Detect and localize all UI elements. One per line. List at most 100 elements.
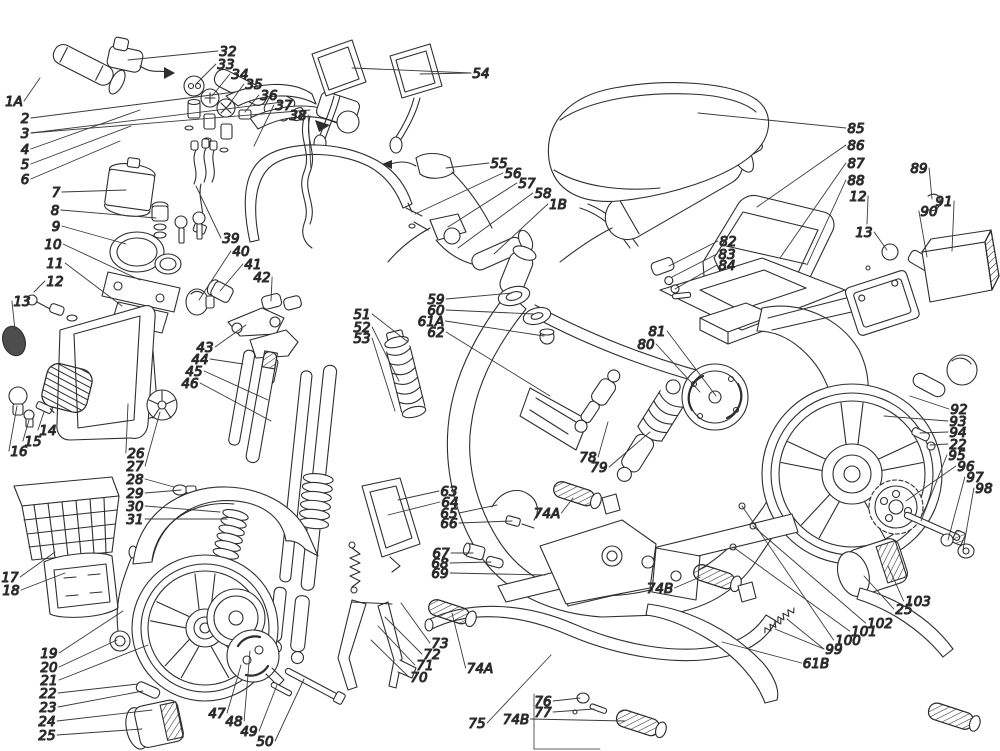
callout-leader-11 <box>64 262 123 307</box>
callout-leader-20 <box>58 639 118 668</box>
callout-95: 95 <box>948 448 965 464</box>
callout-leader-82 <box>668 240 719 267</box>
callout-58: 58 <box>534 186 551 202</box>
seat-seam <box>559 93 757 121</box>
callout-leader-50 <box>274 678 305 742</box>
callout-31: 31 <box>126 512 143 528</box>
fastener-cluster <box>183 75 252 153</box>
callout-leader-93 <box>883 415 949 422</box>
callout-1B: 1B <box>549 197 567 213</box>
callout-leader-52 <box>371 326 400 382</box>
callout-55: 55 <box>490 156 507 172</box>
callout-leader-94 <box>919 431 949 434</box>
callout-leader-90 <box>918 210 928 258</box>
rear-shock-small <box>574 369 621 433</box>
callout-75: 75 <box>468 716 485 732</box>
callout-53: 53 <box>353 331 370 347</box>
callout-leader-65 <box>458 504 498 514</box>
callout-leader-96 <box>905 465 957 502</box>
callout-22: 22 <box>949 437 966 453</box>
callout-4: 4 <box>21 142 30 158</box>
callout-leader-99 <box>786 618 825 650</box>
callout-51: 51 <box>353 307 370 323</box>
headlight-bulbs <box>8 386 55 428</box>
callout-3: 3 <box>21 126 30 142</box>
callout-62: 62 <box>427 325 444 341</box>
callout-27: 27 <box>126 459 144 475</box>
callout-leader-37 <box>253 104 275 147</box>
front-brake-pod <box>387 213 473 265</box>
callout-leader-1B <box>493 203 549 255</box>
callout-leader-79 <box>608 431 651 468</box>
callout-61B: 61B <box>803 656 829 672</box>
axle-spacer <box>911 427 931 442</box>
callout-leader-43 <box>214 324 247 348</box>
battery <box>103 157 156 217</box>
callout-44: 44 <box>191 352 208 368</box>
callout-65: 65 <box>440 506 457 522</box>
callout-2: 2 <box>21 111 30 127</box>
callout-60: 60 <box>427 303 444 319</box>
callout-85: 85 <box>847 121 864 137</box>
callout-38: 38 <box>289 108 306 124</box>
callout-leader-53 <box>371 337 396 412</box>
callout-leader-41 <box>219 263 244 292</box>
callout-leader-1A <box>23 77 41 102</box>
callout-66: 66 <box>440 516 457 532</box>
callout-80: 80 <box>637 337 654 353</box>
mirror-mount <box>336 110 360 134</box>
callout-leader-76 <box>552 697 581 702</box>
axle-washer <box>957 543 975 559</box>
callout-leader-25 <box>56 728 143 736</box>
main-frame <box>446 291 807 618</box>
pivot-bushing <box>462 542 486 561</box>
callout-57: 57 <box>518 176 536 192</box>
callout-leader-39 <box>195 185 222 239</box>
rear-signals <box>865 265 978 398</box>
callout-leader-7 <box>61 189 127 193</box>
callout-100: 100 <box>835 633 861 649</box>
callout-72: 72 <box>423 647 440 663</box>
callout-leader-32 <box>127 50 219 61</box>
basket <box>13 476 120 561</box>
footpeg-mount-b <box>737 581 757 603</box>
callout-leader-75 <box>486 654 552 724</box>
callout-leader-4 <box>30 109 141 150</box>
pivot-sleeve <box>485 555 504 569</box>
front-fender <box>132 486 319 565</box>
callout-leader-40 <box>198 250 232 301</box>
rear-shock <box>616 379 685 482</box>
callout-45: 45 <box>185 364 202 380</box>
callout-97: 97 <box>966 470 984 486</box>
rear-deck <box>659 257 846 345</box>
callout-74B: 74B <box>503 712 529 728</box>
footpeg-mount-a <box>601 493 621 515</box>
callout-24: 24 <box>38 714 55 730</box>
callout-102: 102 <box>867 616 893 632</box>
callout-leader-30 <box>144 505 221 513</box>
front-fender-inner <box>151 502 235 561</box>
wheel-roller <box>135 681 161 699</box>
callout-77: 77 <box>534 705 552 721</box>
callout-87: 87 <box>847 156 865 172</box>
callout-89: 89 <box>910 161 927 177</box>
callout-leader-60 <box>445 309 535 315</box>
callout-leader-88 <box>806 179 847 266</box>
callout-7: 7 <box>52 185 61 201</box>
callout-leader-36 <box>244 94 260 113</box>
callout-13: 13 <box>13 294 30 310</box>
callout-54: 54 <box>472 66 489 82</box>
callout-17: 17 <box>1 570 19 586</box>
callout-76: 76 <box>534 694 551 710</box>
callout-leader-86 <box>756 144 847 208</box>
guard-springs <box>764 607 795 634</box>
headlight-cover <box>41 305 159 441</box>
footpeg-rear-right <box>693 564 742 593</box>
chain-guard <box>645 603 779 704</box>
callout-leader-9 <box>61 225 127 245</box>
callout-79: 79 <box>590 460 607 476</box>
callout-leader-63 <box>397 490 440 501</box>
callout-leader-13 <box>873 231 888 251</box>
